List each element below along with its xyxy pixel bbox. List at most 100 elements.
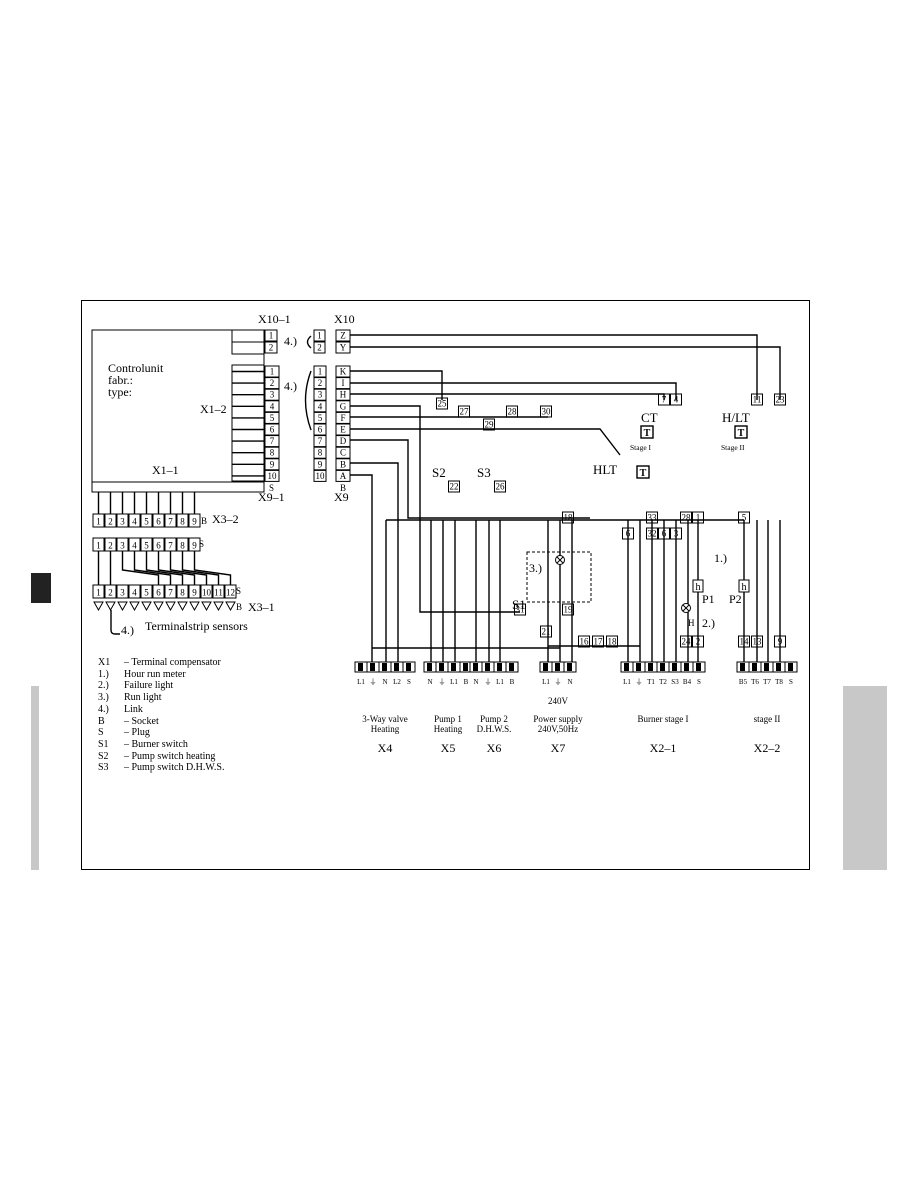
x10-1-pin: 2 [264,341,278,354]
legend-text: Failure light [124,680,174,692]
sensor-terminal [189,601,200,612]
svg-text:9: 9 [192,517,197,527]
svg-text:stage II: stage II [754,714,781,724]
legend-text: Run light [124,692,162,704]
lamp-icon [681,603,691,613]
right-margin-bar [843,686,887,870]
sensor-terminal [93,601,104,612]
x9-label: X9 [334,490,349,504]
x3-2-s-label: S [199,539,204,549]
sensor-terminal [177,601,188,612]
x3-2-s-pin: 7 [164,537,177,552]
x3-1-pin: 7 [164,584,177,599]
control-unit-line2: fabr.: [108,373,133,387]
svg-text:7: 7 [318,436,323,446]
x9-1-pin: 2 [264,377,280,390]
svg-text:22: 22 [450,482,459,492]
s1-switch-box [526,551,592,603]
legend-row: B– Socket [98,716,224,728]
svg-text:L2: L2 [393,678,401,686]
x1-1-label: X1–1 [152,463,179,477]
svg-text:5: 5 [270,413,275,423]
legend-row: 1.) Hour run meter [98,669,224,681]
svg-text:30: 30 [542,407,552,417]
x1-2-label: X1–2 [200,402,227,416]
x3-2-pin: 2 [104,513,117,528]
hour-meter-label: 1.) [714,551,727,565]
svg-text:C: C [340,448,346,458]
svg-text:Heating: Heating [434,724,463,734]
svg-text:S: S [407,678,411,686]
link-label-mid: 4.) [284,379,297,393]
svg-text:1: 1 [269,331,274,341]
svg-text:X4: X4 [378,741,393,755]
hour-meter-icon: h [738,579,750,593]
svg-text:1: 1 [96,517,101,527]
svg-text:B5: B5 [739,678,748,686]
stage2-label: Stage II [721,443,745,452]
x3-2-s-pin: 1 [92,537,105,552]
svg-text:Heating: Heating [371,724,400,734]
svg-text:6: 6 [318,425,323,435]
link-label-bottom: 4.) [121,623,134,637]
svg-text:26: 26 [496,482,506,492]
x9-1-s-label: S [269,483,274,493]
svg-text:7: 7 [168,588,173,598]
svg-text:4: 4 [270,401,275,411]
svg-text:5: 5 [318,413,323,423]
svg-text:G: G [340,401,347,411]
sensor-terminal [117,601,128,612]
svg-text:Y: Y [340,343,347,353]
x3-1-pin: 8 [176,584,189,599]
legend-key: 2.) [98,680,109,692]
lamp-icon [555,555,565,565]
hlt2-label: H/LT [722,410,750,425]
legend-row: S2– Pump switch heating [98,751,224,763]
svg-text:⏚: ⏚ [439,678,446,686]
x10-pin: Y [335,341,351,354]
x9-pin: D [335,435,351,448]
svg-text:N: N [567,678,572,686]
x9-link-pin: 3 [313,388,327,401]
svg-text:N: N [382,678,387,686]
svg-text:29: 29 [485,420,495,430]
terminal-sensors-label: Terminalstrip sensors [145,619,248,633]
sensor-terminal [213,601,224,612]
s3-label: S3 [477,465,491,480]
svg-text:5: 5 [144,517,149,527]
thermostat-icon: T [640,425,654,439]
svg-text:H: H [340,390,347,400]
svg-text:10: 10 [316,471,326,481]
svg-text:11: 11 [214,588,223,598]
run-light-label: 3.) [529,561,542,575]
svg-text:K: K [340,367,347,377]
svg-text:1: 1 [696,513,701,523]
terminal-box: 26 [494,480,506,493]
legend-text: – Socket [124,715,159,727]
svg-text:B: B [464,678,469,686]
x9-link-pin: 10 [313,469,327,482]
legend-text: – Pump switch D.H.W.S. [124,762,225,774]
svg-text:A: A [340,471,347,481]
svg-text:⏚: ⏚ [485,678,492,686]
svg-text:10: 10 [202,588,212,598]
section-tab-marker [31,573,51,603]
svg-text:S3: S3 [671,678,679,686]
svg-text:1: 1 [96,588,101,598]
svg-text:T6: T6 [751,678,759,686]
svg-text:6: 6 [156,588,161,598]
svg-text:B: B [340,459,346,469]
svg-text:h: h [742,582,747,593]
x3-2-s-pin: 8 [176,537,189,552]
x3-1-b-label: B [236,602,242,612]
legend-text: Hour run meter [124,668,186,680]
svg-text:L1: L1 [623,678,631,686]
x9-1-pin: 6 [264,423,280,436]
legend-key: 1.) [98,668,109,680]
svg-text:31: 31 [516,605,525,615]
svg-text:2: 2 [270,378,275,388]
svg-text:3: 3 [270,390,275,400]
